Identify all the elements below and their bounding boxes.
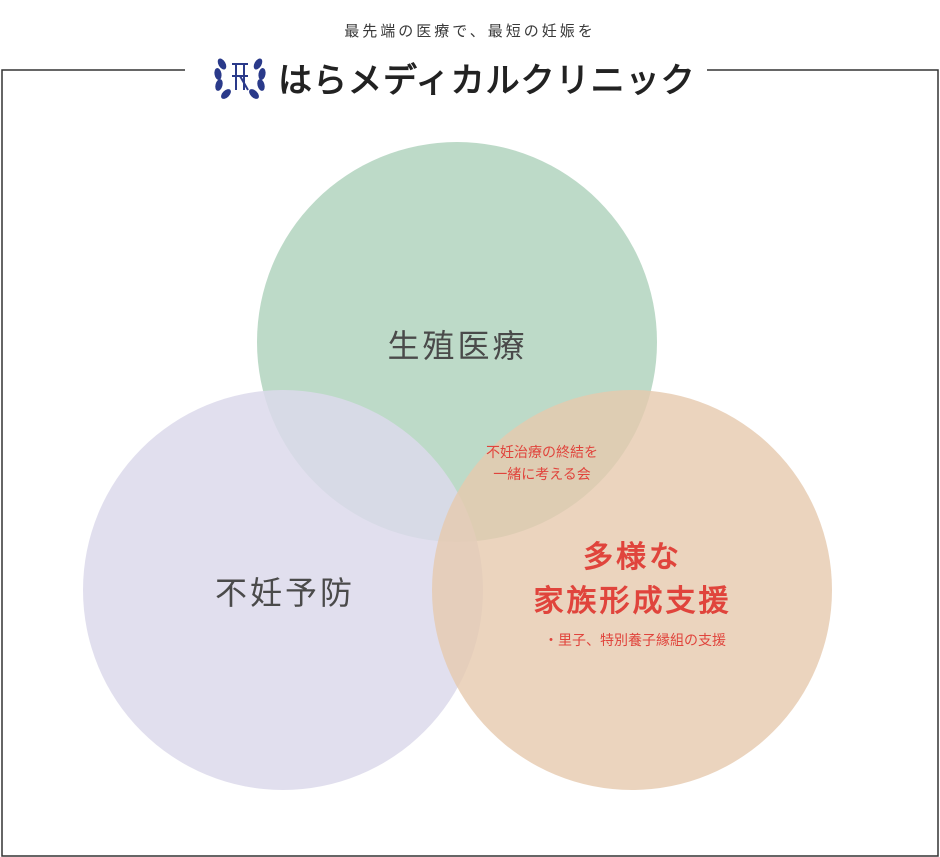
family-formation-line-1: 多様な (583, 540, 682, 575)
center-label-line-2: 一緒に考える会 (493, 467, 591, 483)
center-intersection-label: 不妊治療の終結を 一緒に考える会 (442, 442, 642, 486)
border-frame (1, 69, 939, 857)
brand-name: はらメディカルクリニック (278, 60, 696, 101)
label-reproductive-medicine: 生殖医療 (387, 327, 528, 365)
family-formation-sub-label: ・里子、特別養子縁組の支援 (544, 633, 726, 649)
center-label-line-1: 不妊治療の終結を (486, 445, 598, 461)
laurel-wreath-monogram-icon (214, 58, 266, 99)
circle-infertility-prevention (83, 390, 483, 790)
venn-diagram (83, 142, 832, 790)
tagline: 最先端の医療で、最短の妊娠を (344, 22, 596, 40)
circle-family-formation (432, 390, 832, 790)
brand-logo[interactable]: はらメディカルクリニック (212, 52, 696, 102)
family-formation-line-2: 家族形成支援 (533, 584, 732, 619)
label-family-formation: 多様な 家族形成支援 (500, 536, 765, 624)
label-infertility-prevention: 不妊予防 (214, 574, 355, 612)
